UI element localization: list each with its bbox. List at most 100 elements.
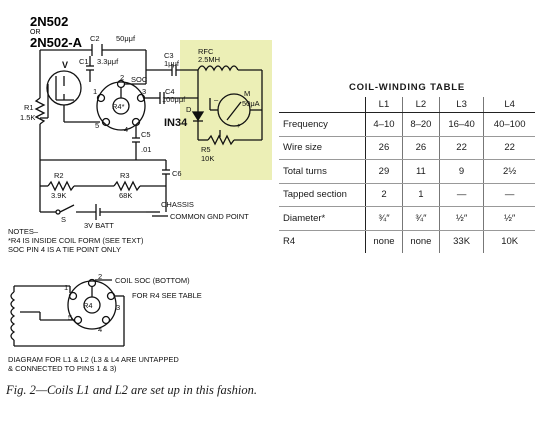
table-row: Diameter* ¾″ ¾″ ½″ ½″ [279,206,535,231]
label-pin4: 4 [124,125,128,134]
label-s: S [61,215,66,224]
coil-caption-1: DIAGRAM FOR L1 & L2 (L3 & L4 ARE UNTAPPE… [8,355,179,364]
table-cell: 10K [483,230,535,253]
label-chassis: CHASSIS [161,200,194,209]
table-cell: 26 [365,136,403,160]
table-row: R4 none none 33K 10K [279,230,535,253]
table-cell: — [483,183,535,207]
table-header-row: L1 L2 L3 L4 [279,97,535,113]
label-batt: 3V BATT [84,221,114,230]
table-cell: ½″ [483,206,535,231]
row-label-frequency: Frequency [279,112,366,137]
table-row: Wire size 26 26 22 22 [279,136,535,160]
label-pin2: 2 [120,73,124,82]
coil-table-grid: L1 L2 L3 L4 Frequency 4–10 8–20 16–40 40… [279,97,535,253]
label-pin5: 5 [95,121,99,130]
coil-winding-table: COIL-WINDING TABLE L1 L2 L3 L4 Frequency… [279,82,535,253]
table-row: Tapped section 2 1 — — [279,183,535,207]
coil-r4-table-label: FOR R4 SEE TABLE [132,291,202,300]
coil-pin1: 1 [64,283,68,292]
wiring [34,44,263,220]
table-cell: 2½ [483,159,535,184]
label-r5-value: 10K [201,154,214,163]
figure-caption: Fig. 2—Coils L1 and L2 are set up in thi… [6,383,257,397]
table-row: Frequency 4–10 8–20 16–40 40–100 [279,112,535,137]
label-v: V [62,60,68,70]
label-r2-value: 3.9K [51,191,66,200]
table-row: Total turns 29 11 9 2½ [279,159,535,184]
row-label-tapped-section: Tapped section [279,183,366,207]
note-soc: SOC PIN 4 IS A TIE POINT ONLY [8,245,121,254]
table-cell: 22 [483,136,535,160]
table-cell: 2 [365,183,403,207]
table-cell: 22 [438,136,484,160]
label-c3-value: 1μμf [164,59,180,68]
row-label-r4: R4 [283,236,296,248]
table-cell: 8–20 [401,112,440,137]
table-cell: 16–40 [438,112,484,137]
table-cell: 33K [438,230,484,253]
coil-pin5: 5 [68,313,72,322]
table-title: COIL-WINDING TABLE [348,82,466,93]
table-cell: 1 [401,183,440,207]
header-blank [279,97,366,113]
coil-pin3: 3 [116,303,120,312]
column-header-l4: L4 [483,97,535,113]
label-rfc-value: 2.5MH [198,55,220,64]
title-or: OR [30,29,41,36]
table-cell: 26 [401,136,440,160]
label-c1: C1 [79,57,89,66]
label-c5-value: .01 [141,145,151,154]
table-cell: 40–100 [483,112,535,137]
table-cell: 29 [365,159,403,184]
label-c2-value: 50μμf [116,34,136,43]
coil-pin2: 2 [98,272,102,281]
notes-title: NOTES– [8,227,39,236]
coil-caption-2: & CONNECTED TO PINS 1 & 3) [8,364,117,373]
table-cell: 4–10 [365,112,403,137]
label-r4: R4* [112,102,125,111]
label-soc: SOC [131,75,148,84]
column-header-l2: L2 [401,97,440,113]
label-diode: IN34 [164,117,188,129]
label-plus: + [236,121,241,130]
table-cell: none [401,230,440,253]
label-rfc: RFC [198,47,214,56]
label-common-gnd: COMMON GND POINT [170,212,249,221]
table-cell: — [438,183,484,207]
coil-soc-label: COIL SOC (BOTTOM) [115,276,190,285]
table-cell: ½″ [438,206,484,231]
label-c4-value: 100μμf [162,95,186,104]
coil-diagram [10,278,125,347]
coil-pin4: 4 [98,325,102,334]
row-label-wire-size: Wire size [279,136,366,160]
label-c3: C3 [164,51,174,60]
label-r2: R2 [54,171,64,180]
row-label-diameter: Diameter* [279,206,366,231]
label-m-value: 50μA [242,99,260,108]
transistor-type-alt: 2N502-A [30,35,83,50]
note-r4: *R4 IS INSIDE COIL FORM (SEE TEXT) [8,236,144,245]
label-pin1: 1 [93,87,97,96]
label-r1-value: 1.5K [20,113,35,122]
table-cell: 9 [438,159,484,184]
table-cell: 11 [401,159,440,184]
label-c4: C4 [165,87,175,96]
table-cell: none [365,230,403,253]
column-header-l3: L3 [438,97,484,113]
label-c6: C6 [172,169,182,178]
label-c2: C2 [90,34,100,43]
column-header-l1: L1 [365,97,403,113]
label-r3: R3 [120,171,130,180]
label-c5: C5 [141,130,151,139]
label-d: D [186,105,192,114]
label-r5: R5 [201,145,211,154]
transistor-type: 2N502 [30,14,68,29]
label-r3-value: 68K [119,191,132,200]
label-minus: – [214,95,219,104]
coil-r4: R4 [83,301,93,310]
row-label-total-turns: Total turns [279,159,366,184]
table-cell: ¾″ [365,206,403,231]
table-cell: ¾″ [401,206,440,231]
